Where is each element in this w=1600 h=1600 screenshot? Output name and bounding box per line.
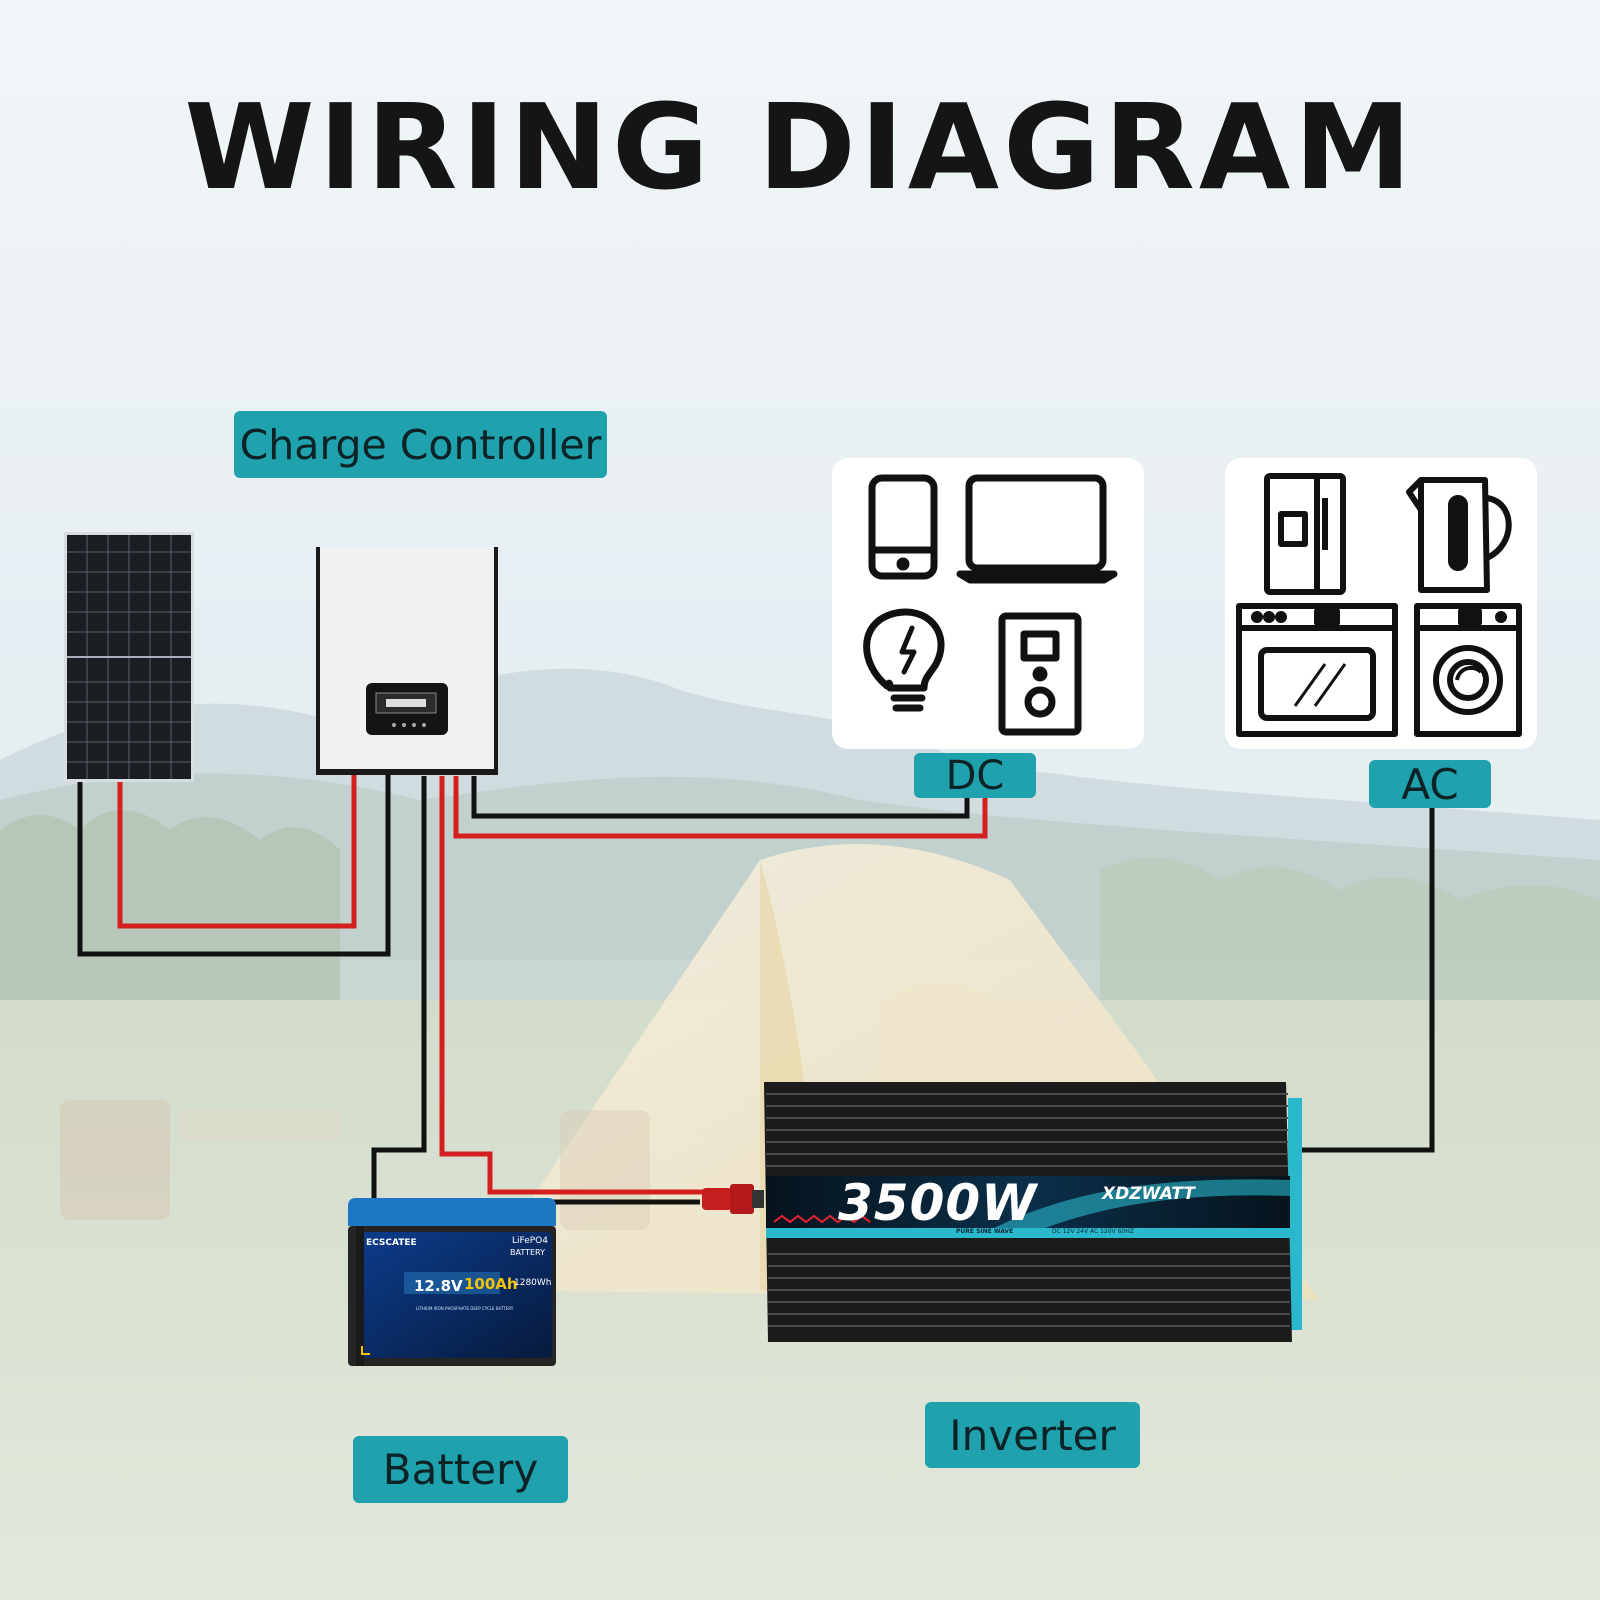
battery-device [348, 1198, 556, 1366]
laptop-icon [956, 474, 1118, 584]
inverter-wattage: 3500W [838, 1174, 1038, 1232]
battery-voltage: 12.8V [414, 1277, 463, 1295]
battery-footer-text: LITHIUM IRON PHOSPHATE DEEP CYCLE BATTER… [416, 1306, 514, 1311]
dc-loads-icons [863, 474, 1118, 736]
oven-icon [1236, 603, 1398, 737]
charge-controller-label: Charge Controller [234, 411, 607, 478]
inverter-subtitle: PURE SINE WAVE [956, 1228, 1014, 1235]
speaker-icon [998, 612, 1082, 736]
battery-brand: ECSCATEE [366, 1238, 417, 1248]
inverter-brand: XDZWATT [1102, 1184, 1195, 1204]
light-bulb-icon [863, 608, 945, 712]
ac-loads-icons [1236, 473, 1522, 737]
ac-label: AC [1369, 760, 1491, 809]
dc-negative-wire [471, 776, 970, 819]
solar-panel [64, 532, 194, 782]
battery-chemistry: LiFePO4 [512, 1236, 548, 1246]
page-title: WIRING DIAGRAM [184, 78, 1416, 216]
inverter-spec: DC 12V 24V AC 120V 60HZ [1052, 1228, 1134, 1235]
battery-energy: 1280Wh [514, 1278, 552, 1288]
refrigerator-icon [1264, 473, 1346, 595]
battery-negative-wire [371, 776, 700, 1205]
dc-label: DC [914, 753, 1036, 799]
smartphone-icon [868, 474, 938, 580]
ac-wire [1300, 808, 1435, 1153]
solar-positive-wire [117, 774, 357, 929]
battery-positive-wire [439, 776, 712, 1195]
washing-machine-icon [1414, 603, 1522, 737]
battery-chemistry-type: BATTERY [510, 1248, 545, 1257]
battery-capacity: 100Ah [464, 1275, 518, 1293]
inverter-device [702, 1082, 1302, 1342]
dc-loads-panel [832, 458, 1144, 749]
kettle-icon [1406, 477, 1512, 593]
battery-label: Battery [353, 1436, 568, 1503]
solar-negative-wire [77, 764, 391, 957]
dc-positive-wire [453, 776, 988, 839]
charge-controller-device [316, 547, 498, 775]
inverter-label: Inverter [925, 1402, 1140, 1468]
